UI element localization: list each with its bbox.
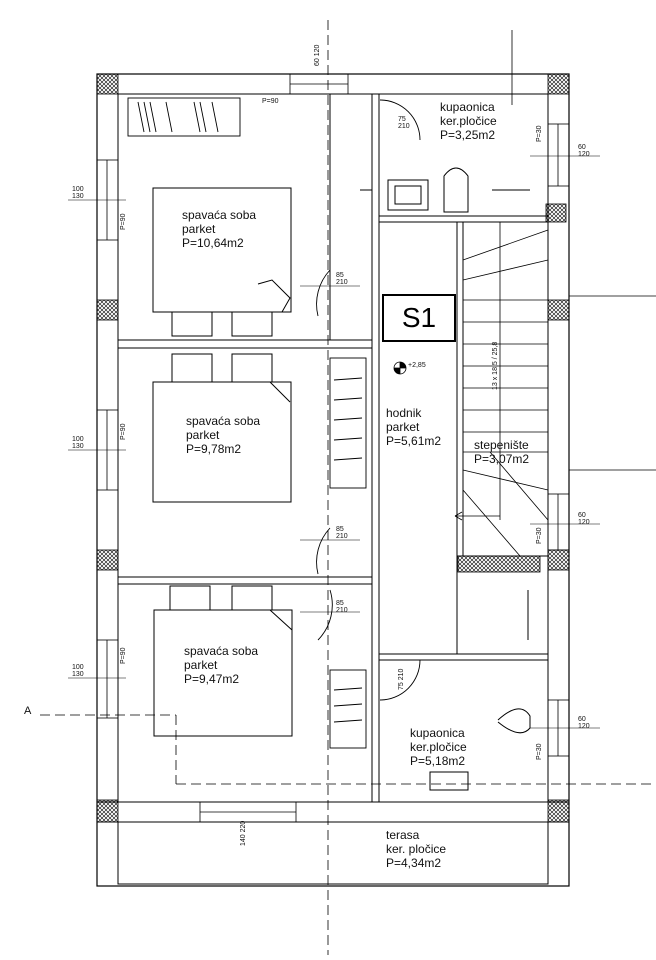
dim-parapet-right-3: P=30 [536, 743, 543, 760]
dim-door-bath-bottom: 75 210 [398, 668, 405, 690]
room-floor: parket [386, 420, 420, 434]
outer-wall [96, 73, 570, 887]
room-label-hallway: hodnik parket P=5,61m2 [386, 406, 441, 448]
room-area: P=3,25m2 [440, 128, 496, 142]
room-floor: ker.pločice [410, 740, 467, 754]
dimension-lines [68, 155, 600, 729]
stair-note: 13 x 18,5 / 25,8 [492, 341, 499, 390]
room-label-bedroom-2: spavaća soba parket P=9,78m2 [186, 414, 260, 456]
dim-parapet-right-2: P=30 [536, 527, 543, 544]
room-label-bedroom-1: spavaća soba parket P=10,64m2 [182, 208, 256, 250]
space-tag-s1: S1 [382, 294, 456, 342]
room-name: kupaonica [410, 726, 465, 740]
room-floor: parket [186, 428, 220, 442]
room-area: P=9,78m2 [186, 442, 242, 456]
dim-window-top: 60 120 [314, 44, 321, 66]
wardrobes [127, 97, 367, 749]
beds [152, 187, 293, 737]
doors [316, 99, 421, 701]
dim-parapet-right-1: P=30 [536, 125, 543, 142]
room-area: P=10,64m2 [182, 236, 244, 250]
terrace-outline [117, 821, 549, 885]
staircase [462, 222, 549, 557]
bath-fixtures [387, 167, 531, 791]
room-name: spavaća soba [184, 644, 259, 658]
room-label-bathroom-2: kupaonica ker.pločice P=5,18m2 [410, 726, 467, 768]
dim-parapet-left-2: P=90 [120, 423, 127, 440]
room-floor: ker.pločice [440, 114, 497, 128]
dim-parapet-90: P=90 [262, 98, 279, 105]
room-name: hodnik [386, 406, 422, 420]
room-floor: parket [184, 658, 218, 672]
room-floor: parket [182, 222, 216, 236]
room-area: P=3,07m2 [474, 452, 530, 466]
section-mark: A [24, 705, 32, 717]
pillars [96, 73, 570, 823]
room-area: P=9,47m2 [184, 672, 240, 686]
room-label-bathroom-1: kupaonica ker.pločice P=3,25m2 [440, 100, 497, 142]
section-lines [40, 20, 656, 955]
room-label-terrace: terasa ker. pločice P=4,34m2 [386, 828, 446, 870]
dim-window-terrace: 140 220 [240, 820, 247, 846]
level-value: +2,85 [408, 362, 426, 369]
room-name: spavaća soba [182, 208, 257, 222]
interior-walls [118, 94, 548, 802]
room-area: P=4,34m2 [386, 856, 442, 870]
room-area: P=5,61m2 [386, 434, 442, 448]
room-name: terasa [386, 828, 420, 842]
room-floor: ker. pločice [386, 842, 447, 856]
room-name: kupaonica [440, 100, 495, 114]
dim-parapet-left-3: P=90 [120, 647, 127, 664]
room-name: spavaća soba [186, 414, 261, 428]
room-area: P=5,18m2 [410, 754, 466, 768]
dim-parapet-left-1: P=90 [120, 213, 127, 230]
room-label-bedroom-3: spavaća soba parket P=9,47m2 [184, 644, 258, 686]
room-label-stairs: stepenište P=3,07m2 [474, 438, 529, 466]
room-name: stepenište [474, 438, 529, 452]
